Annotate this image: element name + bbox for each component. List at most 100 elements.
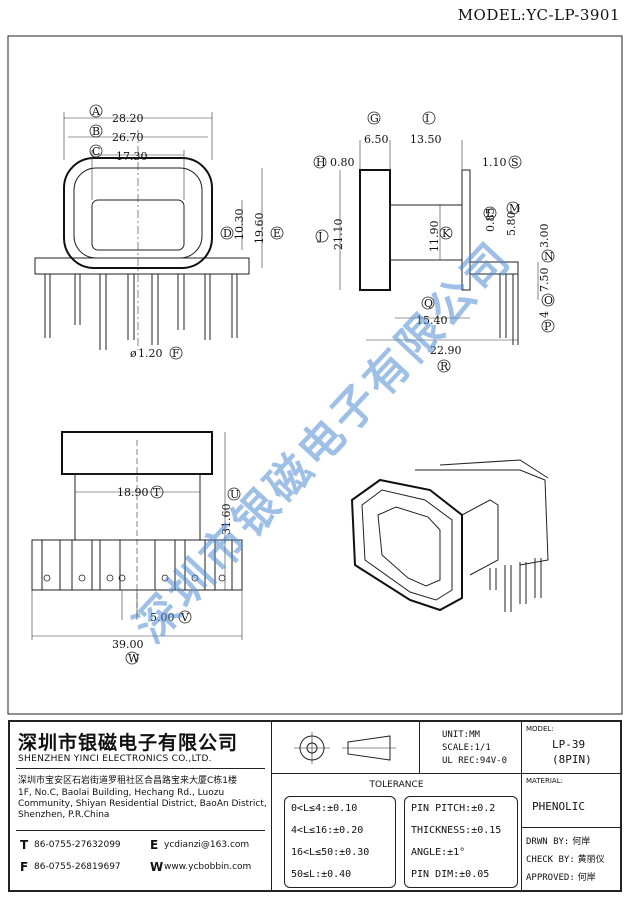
approved-name: 何岸 bbox=[577, 873, 596, 883]
tol-thickness: THICKNESS:±0.15 bbox=[411, 825, 502, 836]
marker-r: R bbox=[440, 360, 449, 373]
dim-p: 4 bbox=[538, 311, 551, 318]
model-name: LP-39 bbox=[552, 738, 586, 751]
tolerance-length-box: 0<L≤4:±0.10 4<L≤16:±0.20 16<L≤50:±0.30 5… bbox=[284, 796, 396, 888]
tol-row-4: 50≤L:±0.40 bbox=[291, 869, 352, 880]
technical-drawing: A 28.20 B 26.70 C 17.30 D 10.30 E 19.60 … bbox=[7, 35, 623, 715]
marker-w: W bbox=[128, 652, 140, 665]
tolerance-box: TOLERANCE 0<L≤4:±0.10 4<L≤16:±0.20 16<L≤… bbox=[272, 774, 522, 890]
dim-i: 13.50 bbox=[410, 133, 442, 146]
dim-l: 0.85 bbox=[484, 208, 497, 233]
marker-g: G bbox=[370, 112, 379, 125]
web-label: W bbox=[150, 860, 164, 874]
marker-b: B bbox=[92, 125, 100, 138]
marker-k: K bbox=[442, 227, 451, 240]
front-view-core bbox=[74, 473, 201, 541]
side-view-pin-rail bbox=[469, 261, 519, 275]
tol-row-2: 4<L≤16:±0.20 bbox=[291, 825, 364, 836]
dim-n: 3.00 bbox=[538, 224, 551, 249]
dim-q: 15.40 bbox=[416, 314, 448, 327]
tol-angle: ANGLE:±1° bbox=[411, 847, 466, 858]
dim-t: 18.90 bbox=[117, 486, 149, 499]
drawn-name: 何岸 bbox=[572, 837, 591, 847]
marker-u: U bbox=[230, 488, 239, 501]
dim-h: 0.80 bbox=[330, 156, 355, 169]
side-view-core bbox=[389, 204, 463, 261]
dim-b: 26.70 bbox=[112, 131, 144, 144]
marker-h: H bbox=[316, 156, 326, 169]
top-view bbox=[34, 112, 263, 350]
material-box: MATERIAL: PHENOLIC bbox=[522, 774, 620, 828]
title-block: 深圳市银磁电子有限公司 SHENZHEN YINCI ELECTRONICS C… bbox=[8, 720, 622, 892]
check-label: CHECK BY: bbox=[526, 855, 575, 865]
dim-m: 5.80 bbox=[505, 212, 518, 237]
dim-e: 19.60 bbox=[253, 213, 266, 245]
marker-e: E bbox=[273, 227, 281, 240]
model-label: MODEL: bbox=[526, 725, 554, 733]
marker-j: J bbox=[317, 230, 322, 243]
tel-number: 86-0755-27632099 bbox=[34, 840, 121, 850]
marker-a: A bbox=[91, 105, 101, 118]
material-value: PHENOLIC bbox=[532, 800, 585, 813]
company-address-cn: 深圳市宝安区石岩街道罗租社区合昌路宝来大厦C栋1楼 bbox=[18, 776, 238, 786]
material-label: MATERIAL: bbox=[526, 777, 563, 785]
drawing-frame bbox=[7, 35, 623, 715]
drawn-label: DRWN BY: bbox=[526, 837, 570, 847]
tolerance-title: TOLERANCE bbox=[369, 780, 424, 790]
marker-f: F bbox=[172, 347, 180, 360]
signoff-box: DRWN BY: 何岸 CHECK BY: 黄丽仪 APPROVED: 何岸 bbox=[522, 828, 620, 890]
unit: UNIT:MM bbox=[442, 730, 480, 740]
ul-rec: UL REC:94V-0 bbox=[442, 756, 508, 766]
front-view bbox=[31, 431, 243, 640]
marker-o: O bbox=[544, 294, 553, 307]
tol-row-3: 16<L≤50:±0.30 bbox=[291, 847, 370, 858]
dim-w: 39.00 bbox=[112, 638, 144, 651]
isometric-view bbox=[350, 459, 549, 612]
company-address-en: 1F, No.C, Baolai Building, Hechang Rd., … bbox=[18, 788, 267, 820]
marker-m: M bbox=[509, 202, 520, 215]
model-pins: (8PIN) bbox=[552, 753, 592, 766]
dim-f: 1.20 bbox=[138, 347, 163, 360]
dim-k: 11.90 bbox=[428, 221, 441, 253]
fax-label: F bbox=[20, 860, 29, 874]
tol-row-1: 0<L≤4:±0.10 bbox=[291, 803, 358, 814]
email-address: ycdianzi@163.com bbox=[164, 840, 250, 850]
drawn-by: DRWN BY: 何岸 bbox=[526, 834, 590, 847]
side-view bbox=[339, 140, 539, 345]
dim-v: 5.00 bbox=[150, 611, 175, 624]
side-view-flange-left bbox=[359, 169, 391, 291]
dim-a: 28.20 bbox=[112, 112, 144, 125]
dim-c: 17.30 bbox=[116, 150, 148, 163]
marker-p: P bbox=[544, 320, 552, 333]
scale: SCALE:1/1 bbox=[442, 743, 491, 753]
email-label: E bbox=[150, 838, 159, 852]
company-name-cn: 深圳市银磁电子有限公司 bbox=[18, 732, 239, 754]
marker-d: D bbox=[223, 227, 232, 240]
marker-v: V bbox=[180, 611, 190, 624]
tol-pin-pitch: PIN PITCH:±0.2 bbox=[411, 803, 496, 814]
tolerance-misc-box: PIN PITCH:±0.2 THICKNESS:±0.15 ANGLE:±1°… bbox=[404, 796, 518, 888]
checked-by: CHECK BY: 黄丽仪 bbox=[526, 852, 605, 865]
dim-j: 21.10 bbox=[332, 219, 345, 251]
marker-n: N bbox=[544, 250, 554, 263]
marker-q: Q bbox=[424, 297, 433, 310]
company-info: 深圳市银磁电子有限公司 SHENZHEN YINCI ELECTRONICS C… bbox=[10, 722, 272, 890]
tol-pin-dim: PIN DIM:±0.05 bbox=[411, 869, 490, 880]
projection-symbol bbox=[272, 722, 420, 774]
marker-i: I bbox=[425, 112, 429, 125]
top-view-base bbox=[34, 257, 250, 275]
dim-g: 6.50 bbox=[364, 133, 389, 146]
model-number: MODEL:YC-LP-3901 bbox=[457, 6, 620, 24]
approved-by: APPROVED: 何岸 bbox=[526, 870, 596, 883]
company-name-en: SHENZHEN YINCI ELECTRONICS CO.,LTD. bbox=[18, 754, 212, 764]
marker-t: T bbox=[153, 486, 161, 499]
dim-r: 22.90 bbox=[430, 344, 462, 357]
dim-s: 1.10 bbox=[482, 156, 507, 169]
dim-d: 10.30 bbox=[233, 209, 246, 241]
check-name: 黄丽仪 bbox=[577, 855, 605, 865]
approved-label: APPROVED: bbox=[526, 873, 575, 883]
dim-o: 7.50 bbox=[538, 268, 551, 293]
third-angle-icon bbox=[294, 732, 396, 764]
spec-box: UNIT:MM SCALE:1/1 UL REC:94V-0 bbox=[420, 722, 522, 774]
fax-number: 86-0755-26819697 bbox=[34, 862, 121, 872]
